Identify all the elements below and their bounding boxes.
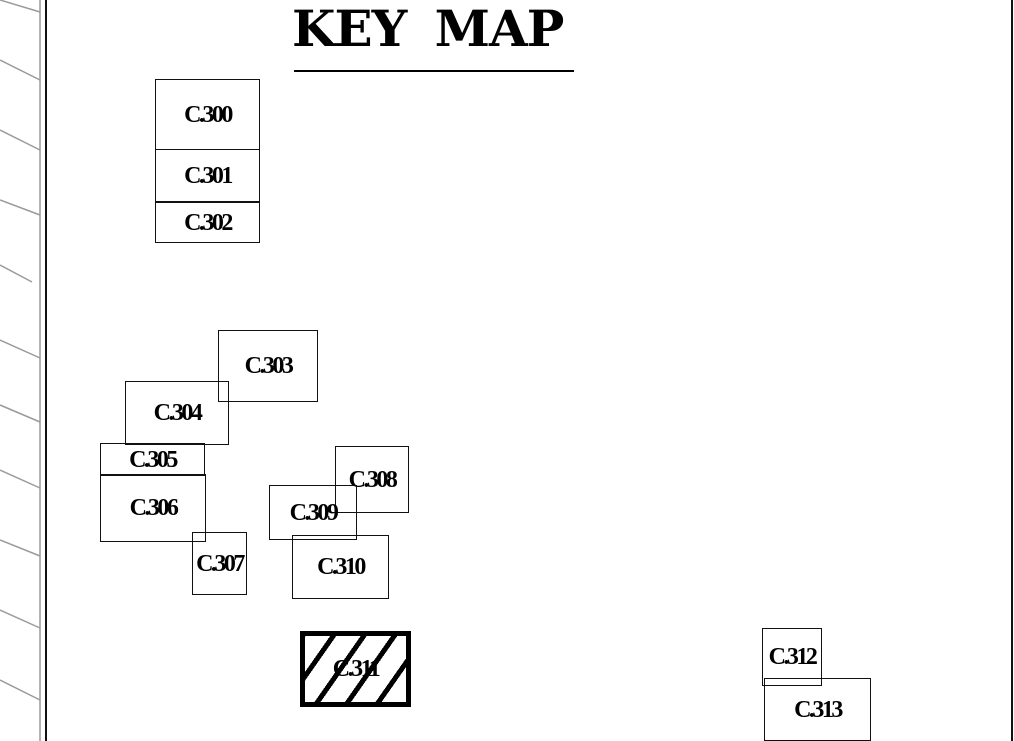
sheet-label: C.307 <box>196 550 245 577</box>
sheet-label: C.302 <box>184 209 233 236</box>
sheet-c307[interactable]: C.307 <box>192 532 247 595</box>
sheet-label: C.303 <box>244 353 294 379</box>
sheet-label: C.310 <box>317 554 366 580</box>
key-map-title: KEY MAP <box>292 0 564 58</box>
sheet-label: C.304 <box>153 400 203 426</box>
sheet-c304[interactable]: C.304 <box>125 381 229 445</box>
sheet-c303[interactable]: C.303 <box>218 330 318 402</box>
current-sheet-hatch <box>305 636 406 702</box>
sheet-c310[interactable]: C.310 <box>292 535 389 599</box>
sheet-c300[interactable]: C.300 <box>155 79 260 150</box>
sheet-c309[interactable]: C.309 <box>269 485 357 540</box>
sheet-label: C.312 <box>768 644 818 670</box>
sheet-label: C.300 <box>184 101 233 128</box>
sheet-c302[interactable]: C.302 <box>155 202 260 243</box>
sheet-label: C.313 <box>794 696 843 723</box>
sheet-label: C.305 <box>129 446 178 473</box>
sheet-c306[interactable]: C.306 <box>100 474 206 542</box>
sheet-c311-current[interactable]: C.311 <box>300 631 411 707</box>
sheet-c312[interactable]: C.312 <box>762 628 822 686</box>
sheet-label: C.309 <box>289 499 339 526</box>
sheet-label: C.306 <box>129 495 179 521</box>
sheet-c313[interactable]: C.313 <box>764 678 871 741</box>
sheet-label: C.311 <box>332 656 381 682</box>
sheet-c301[interactable]: C.301 <box>155 149 260 202</box>
title-underline <box>294 70 574 72</box>
sheet-c305[interactable]: C.305 <box>100 443 205 476</box>
sheet-label: C.301 <box>184 162 233 189</box>
